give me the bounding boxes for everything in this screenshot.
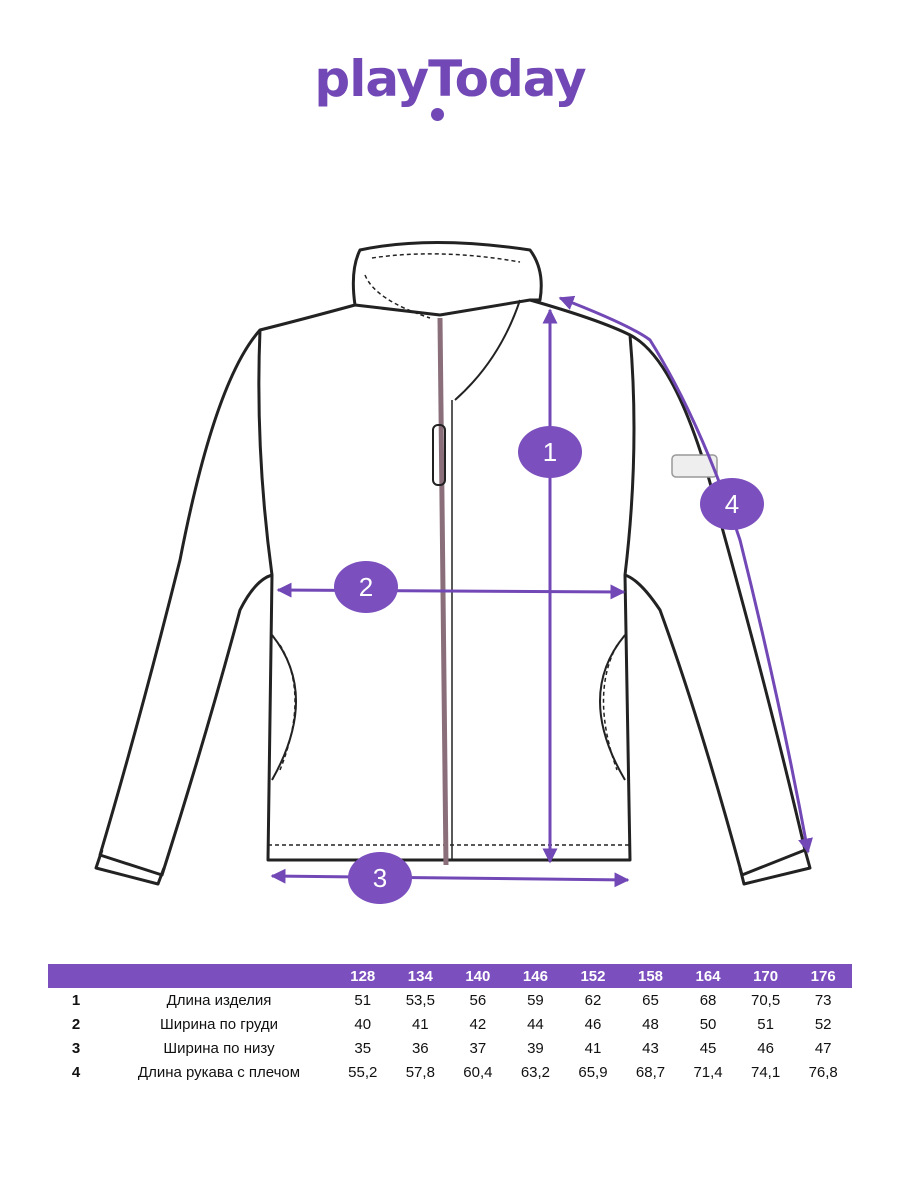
table-cell: 51 xyxy=(354,991,372,1009)
table-cell: 71,4 xyxy=(693,1063,723,1081)
table-cell: 51 xyxy=(757,1015,774,1033)
size-header: 158 xyxy=(637,967,664,985)
logo-dot xyxy=(431,108,444,121)
table-cell: 35 xyxy=(354,1039,372,1057)
right-sleeve xyxy=(624,333,807,877)
table-cell: 45 xyxy=(699,1039,717,1057)
table-cell: 53,5 xyxy=(405,991,435,1009)
size-chart-table: 128 134 140 146 152 158 164 170 176 1 Дл… xyxy=(48,964,852,1084)
left-sleeve xyxy=(98,328,273,877)
table-cell: 50 xyxy=(699,1015,717,1033)
left-pocket xyxy=(271,634,297,781)
table-cell: 47 xyxy=(814,1039,832,1057)
table-cell: 36 xyxy=(411,1039,429,1057)
size-header-row: 128 134 140 146 152 158 164 170 176 xyxy=(48,964,852,988)
row-number: 1 xyxy=(71,991,81,1009)
table-cell: 44 xyxy=(527,1015,544,1033)
size-header: 128 xyxy=(350,967,376,985)
collar xyxy=(351,241,543,306)
table-cell: 59 xyxy=(527,991,544,1009)
table-cell: 68 xyxy=(699,991,717,1009)
table-cell: 73 xyxy=(814,991,832,1009)
row-number: 2 xyxy=(71,1015,81,1033)
measure-line-2 xyxy=(276,582,626,600)
table-cell: 39 xyxy=(527,1039,544,1057)
svg-text:2: 2 xyxy=(359,572,373,602)
table-cell: 65 xyxy=(642,991,659,1009)
table-cell: 48 xyxy=(642,1015,659,1033)
header-blank xyxy=(104,964,334,988)
table-cell: 37 xyxy=(469,1039,487,1057)
jacket-illustration: 1 2 3 4 xyxy=(94,241,813,904)
table-cell: 62 xyxy=(584,991,602,1009)
measure-line-4 xyxy=(558,295,813,854)
table-cell: 40 xyxy=(354,1015,372,1033)
table-cell: 74,1 xyxy=(751,1063,781,1081)
row-label: Ширина по низу xyxy=(163,1039,275,1057)
row-label: Длина рукава с плечом xyxy=(137,1063,301,1081)
svg-text:3: 3 xyxy=(373,863,387,893)
measure-badge-1: 1 xyxy=(518,426,582,478)
table-cell: 43 xyxy=(642,1039,659,1057)
row-number: 3 xyxy=(71,1039,81,1057)
row-number: 4 xyxy=(71,1063,81,1081)
table-cell: 41 xyxy=(411,1015,429,1033)
row-label: Длина изделия xyxy=(166,991,272,1009)
table-cell: 56 xyxy=(469,991,487,1009)
table-cell: 55,2 xyxy=(348,1063,378,1081)
table-cell: 68,7 xyxy=(635,1063,666,1081)
table-cell: 41 xyxy=(584,1039,602,1057)
table-cell: 65,9 xyxy=(578,1063,608,1081)
table-cell: 57,8 xyxy=(405,1063,435,1081)
svg-text:4: 4 xyxy=(725,489,739,519)
size-header: 146 xyxy=(522,967,548,985)
row-label: Ширина по груди xyxy=(159,1015,279,1033)
brand-logo: playToday xyxy=(314,50,586,108)
size-header: 152 xyxy=(580,967,606,985)
table-cell: 76,8 xyxy=(808,1063,838,1081)
size-header: 134 xyxy=(407,967,433,985)
header-blank xyxy=(48,964,104,988)
measure-badge-3: 3 xyxy=(348,852,412,904)
table-cell: 63,2 xyxy=(520,1063,551,1081)
table-cell: 52 xyxy=(814,1015,832,1033)
table-cell: 46 xyxy=(757,1039,774,1057)
size-header: 164 xyxy=(695,967,721,985)
table-row: 3 Ширина по низу 35 36 37 39 41 43 45 46… xyxy=(48,1036,852,1060)
table-row: 4 Длина рукава с плечом 55,2 57,8 60,4 6… xyxy=(48,1060,852,1084)
right-cuff xyxy=(738,849,812,886)
measure-line-3 xyxy=(270,868,630,888)
size-header: 140 xyxy=(465,967,491,985)
table-cell: 42 xyxy=(469,1015,487,1033)
table-cell: 70,5 xyxy=(751,991,781,1009)
table-cell: 46 xyxy=(584,1015,602,1033)
table-row: 1 Длина изделия 51 53,5 56 59 62 65 68 7… xyxy=(48,988,852,1012)
table-row: 2 Ширина по груди 40 41 42 44 46 48 50 5… xyxy=(48,1012,852,1036)
measure-badge-2: 2 xyxy=(334,561,398,613)
size-header: 176 xyxy=(810,967,836,985)
svg-text:1: 1 xyxy=(543,437,557,467)
measure-badge-4: 4 xyxy=(700,478,764,530)
table-cell: 60,4 xyxy=(463,1063,493,1081)
size-header: 170 xyxy=(753,967,779,985)
left-cuff xyxy=(94,849,166,886)
